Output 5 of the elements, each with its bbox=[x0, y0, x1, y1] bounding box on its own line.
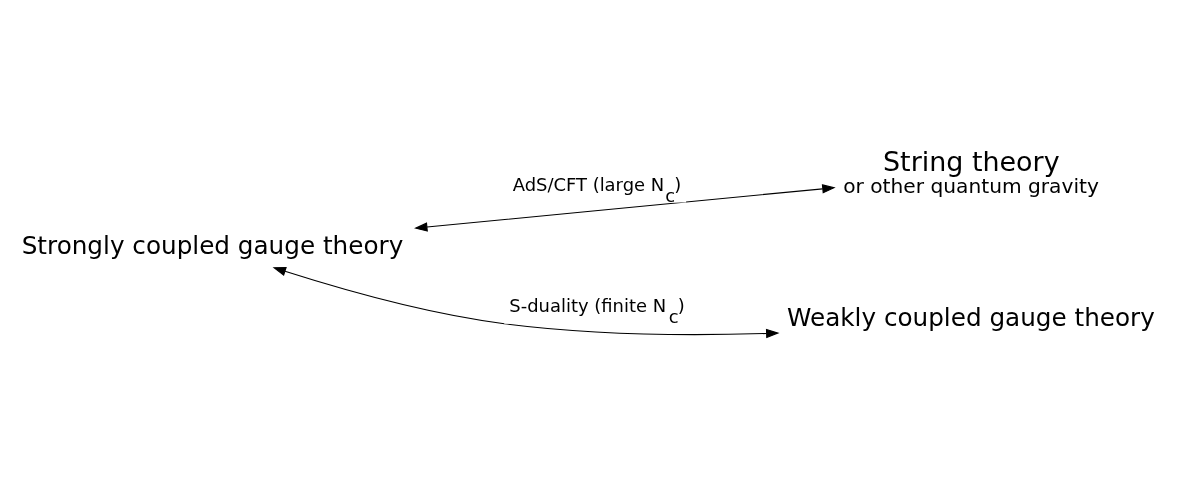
arrow bbox=[272, 266, 780, 338]
arrow bbox=[414, 183, 836, 232]
node-text: String theory or other quantum gravity bbox=[843, 145, 1099, 198]
node-text: Weakly coupled gauge theory bbox=[787, 302, 1155, 332]
node-text: Strongly coupled gauge theory bbox=[21, 230, 404, 260]
